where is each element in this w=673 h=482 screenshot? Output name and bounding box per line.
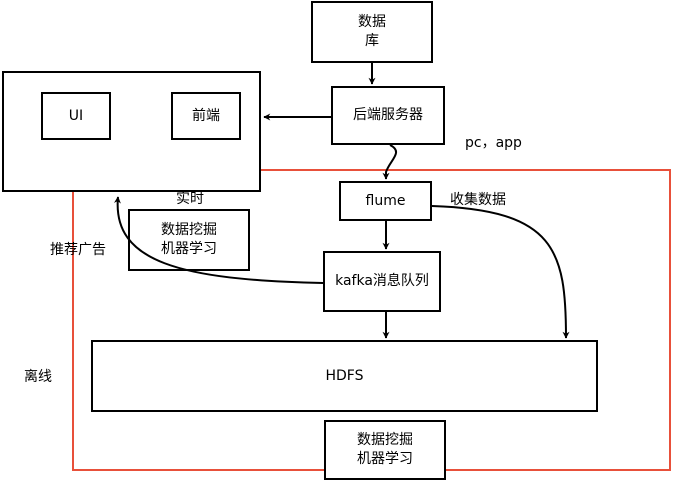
edge-flume-hdfs: [431, 205, 570, 339]
node-kafka: kafka消息队列: [323, 251, 441, 312]
node-kafka-label: kafka消息队列: [335, 273, 429, 289]
label-collect-data: 收集数据: [450, 192, 506, 208]
node-mining-realtime-line-1: 数据挖掘: [161, 222, 217, 238]
node-ui-label: UI: [68, 107, 84, 124]
node-mining-realtime: 数据挖掘 机器学习: [128, 209, 250, 271]
node-backend-label: 后端服务器: [353, 107, 423, 123]
node-mining-offline: 数据挖掘 机器学习: [324, 420, 446, 480]
edge-kafka-client: [113, 196, 324, 284]
label-offline: 离线: [24, 369, 52, 385]
node-flume: flume: [339, 181, 432, 221]
edge-backend-flume: [382, 144, 397, 180]
node-hdfs: HDFS: [91, 340, 598, 412]
node-hdfs-label: HDFS: [325, 367, 364, 384]
node-ui: UI: [41, 92, 111, 140]
node-database: 数据 库: [311, 1, 433, 63]
node-frontend-label: 前端: [192, 107, 220, 124]
node-database-line-2: 库: [365, 33, 379, 49]
label-realtime: 实时: [176, 191, 204, 207]
label-pc-app: pc，app: [465, 135, 522, 151]
node-frontend: 前端: [171, 92, 241, 140]
node-mining-offline-line-2: 机器学习: [357, 451, 413, 467]
node-mining-realtime-line-2: 机器学习: [161, 241, 217, 257]
node-database-line-1: 数据: [358, 14, 386, 30]
label-recommend-ads: 推荐广告: [50, 242, 106, 258]
node-backend: 后端服务器: [331, 86, 445, 145]
node-flume-label: flume: [365, 192, 406, 209]
node-mining-offline-line-1: 数据挖掘: [357, 432, 413, 448]
